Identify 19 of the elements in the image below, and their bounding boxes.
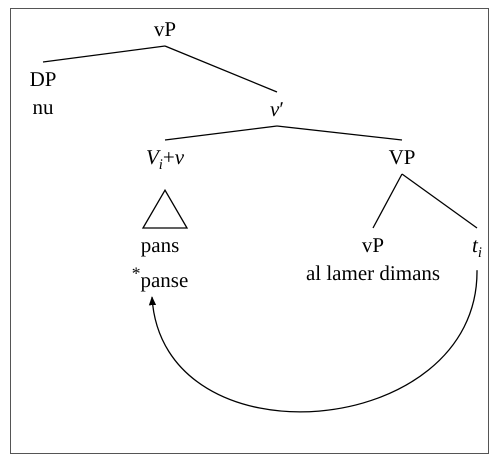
node-label: t$_{i}$ [472,232,482,264]
movement-arrow [150,270,478,412]
tree-branch [164,45,278,93]
tree-branch [164,125,278,141]
tree-branch [372,174,403,228]
node-label: al lamer dimans [306,260,440,287]
tree-branch [42,45,166,63]
node-label: pans [140,232,180,259]
node-label: v′ [270,96,284,123]
node-label: DP [30,66,56,93]
tree-branch [276,125,402,141]
node-label: $^{*}$panse [132,262,188,294]
node-label: V$_{i}$+v [146,144,184,176]
tree-branch [402,173,478,229]
triangle-roof [142,188,188,229]
node-label: nu [32,94,54,121]
node-label: vP [154,16,176,43]
node-label: VP [388,144,416,171]
node-label: vP [360,232,386,259]
